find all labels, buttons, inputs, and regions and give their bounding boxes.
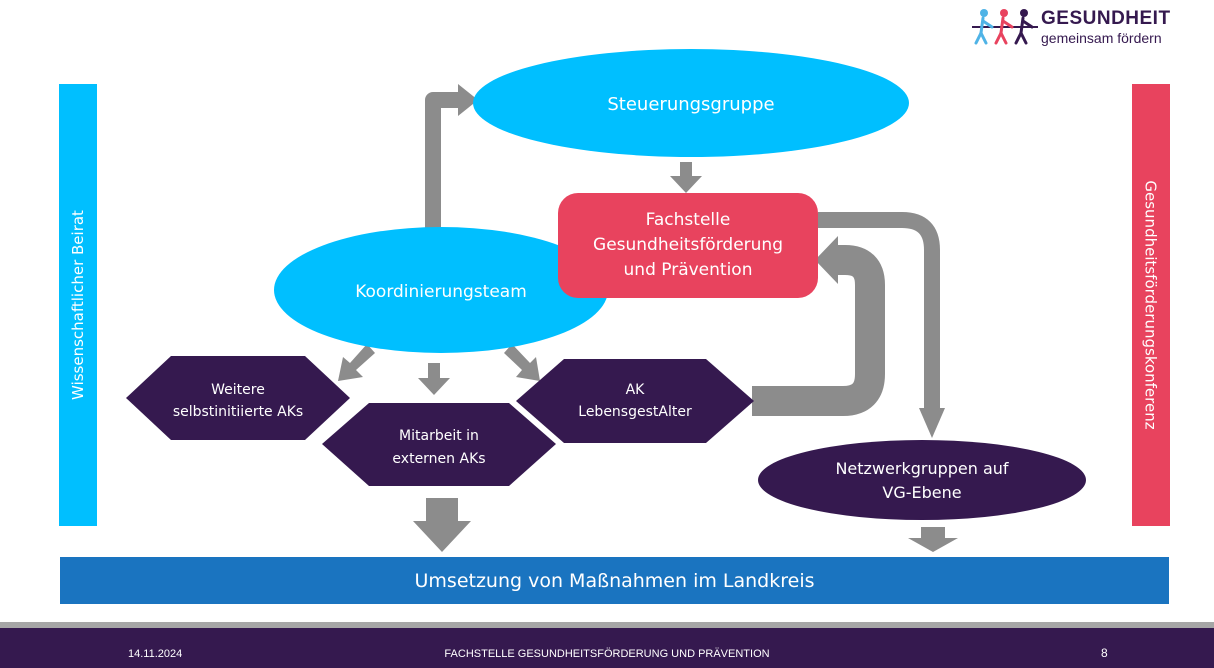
node-ak-lebensgestalter [516,359,754,443]
arrow-to-weitere-aks [338,344,375,381]
connector-ak-to-fachstelle [752,245,885,416]
node-ak-lebensgestalter-line1: AK [626,382,646,398]
node-netzwerkgruppen-line2: VG-Ebene [882,483,961,502]
page-number: 8 [1101,646,1108,660]
node-fachstelle-line1: Fachstelle [646,210,731,230]
sidebar-gesundheitsfoerderungskonferenz: Gesundheitsförderungskonferenz [1132,84,1170,526]
node-fachstelle [558,193,818,298]
arrowhead-to-steuerungsgruppe [458,84,478,116]
node-steuerungsgruppe [473,49,909,157]
arrow-to-mitarbeit [418,363,450,395]
node-weitere-aks [126,356,350,440]
node-koordinierungsteam-label: Koordinierungsteam [355,282,527,302]
arrow-mitarbeit-to-umsetzung [413,498,471,552]
arrowhead-to-fachstelle [815,236,838,284]
connector-koordinierung-to-steuerung [425,92,460,228]
node-koordinierungsteam [274,227,608,353]
arrow-netzwerk-to-umsetzung [908,527,958,552]
node-mitarbeit-line1: Mitarbeit in [399,428,479,444]
arrow-to-ak-lebensgestalter [504,344,540,381]
node-netzwerkgruppen-line1: Netzwerkgruppen auf [835,459,1008,478]
node-ak-lebensgestalter-line2: LebensgestAlter [578,404,692,420]
people-pulling-rope-icon [972,9,1038,45]
logo-name: GESUNDHEIT [1041,8,1171,29]
arrow-steuerung-to-fachstelle [670,162,702,193]
footer-divider [0,622,1214,628]
node-steuerungsgruppe-label: Steuerungsgruppe [607,94,774,115]
umsetzung-label: Umsetzung von Maßnahmen im Landkreis [414,569,815,592]
footer-title: FACHSTELLE GESUNDHEITSFÖRDERUNG UND PRÄV… [444,648,770,660]
sidebar-wissenschaftlicher-beirat: Wissenschaftlicher Beirat [59,84,97,526]
node-mitarbeit [322,403,556,486]
footer: 14.11.2024 FACHSTELLE GESUNDHEITSFÖRDERU… [0,628,1214,668]
arrowhead-to-netzwerk [919,408,945,438]
node-mitarbeit-line2: externen AKs [392,451,485,467]
node-netzwerkgruppen [758,440,1086,520]
logo: GESUNDHEIT gemeinsam fördern [970,7,1200,47]
node-fachstelle-line3: und Prävention [624,260,753,280]
umsetzung-band: Umsetzung von Maßnahmen im Landkreis [60,557,1169,604]
footer-date: 14.11.2024 [128,648,183,660]
logo-tagline: gemeinsam fördern [1041,30,1162,46]
node-fachstelle-line2: Gesundheitsförderung [593,235,783,255]
connector-fachstelle-to-netzwerk [818,212,940,408]
node-weitere-aks-line1: Weitere [211,382,265,398]
node-weitere-aks-line2: selbstinitiierte AKs [173,404,303,420]
